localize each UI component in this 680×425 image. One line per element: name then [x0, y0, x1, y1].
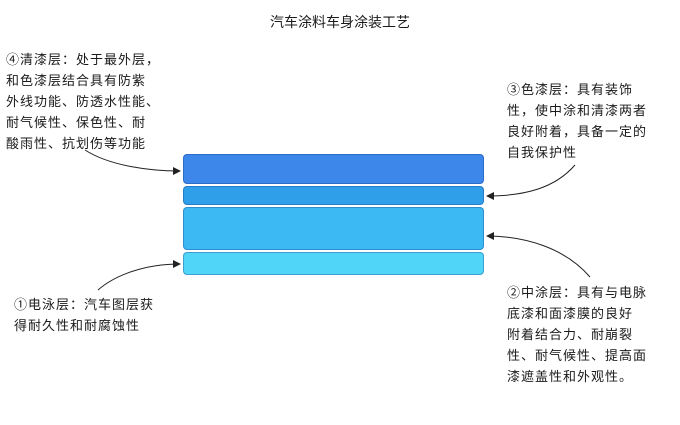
primer-arrow — [486, 232, 591, 278]
primer-layer — [183, 207, 484, 250]
ecoat-arrow — [97, 260, 181, 291]
clearcoat-note: ④清漆层：处于最外层， 和色漆层结合具有防紫 外线功能、防透水性能、 耐气候性、… — [6, 53, 161, 152]
ecoat-layer — [183, 252, 484, 275]
ecoat-note: ①电泳层：汽车图层获 得耐久性和耐腐蚀性 — [14, 298, 155, 334]
basecoat-layer — [183, 186, 484, 205]
primer-note: ②中涂层：具有与电脉 底漆和面漆膜的良好 附着结合力、耐崩裂 性、耐气候性、提高… — [507, 286, 648, 385]
clearcoat-layer — [183, 154, 484, 184]
basecoat-note: ③色漆层：具有装饰 性，使中涂和清漆两者 良好附着，具备一定的 自我保护性 — [507, 83, 648, 161]
clearcoat-arrow — [84, 149, 181, 175]
basecoat-arrow — [486, 164, 576, 200]
diagram-title: 汽车涂料车身涂装工艺 — [270, 15, 410, 31]
